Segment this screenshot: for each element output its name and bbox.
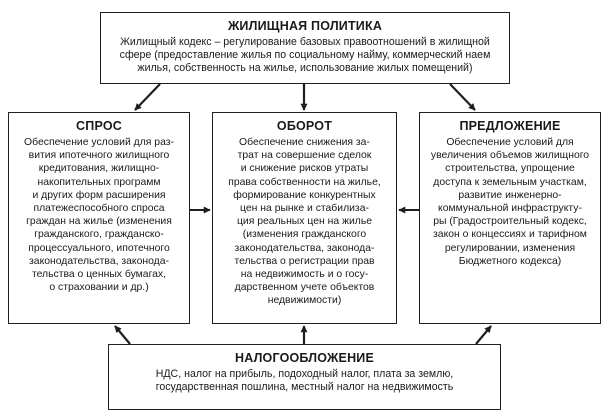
arrow-policy-to-demand — [134, 83, 161, 111]
housing-policy-text: Жилищный кодекс – регулирование базовых … — [119, 36, 491, 75]
housing-policy-title: ЖИЛИЩНАЯ ПОЛИТИКА — [227, 19, 383, 33]
taxation-title: НАЛОГООБЛОЖЕНИЕ — [234, 351, 375, 365]
supply-text: Обеспечение условий для увеличения объем… — [430, 137, 590, 267]
housing-policy-box: ЖИЛИЩНАЯ ПОЛИТИКА Жилищный кодекс – регу… — [100, 12, 510, 84]
taxation-box: НАЛОГООБЛОЖЕНИЕ НДС, налог на прибыль, п… — [108, 344, 501, 410]
arrow-taxation-to-demand — [114, 325, 131, 345]
demand-box: СПРОС Обеспечение условий для раз- вития… — [8, 112, 190, 324]
turnover-box: ОБОРОТ Обеспечение снижения за- трат на … — [212, 112, 397, 324]
supply-title: ПРЕДЛОЖЕНИЕ — [459, 119, 561, 133]
turnover-title: ОБОРОТ — [276, 119, 333, 133]
turnover-text: Обеспечение снижения за- трат на соверше… — [228, 137, 381, 307]
demand-text: Обеспечение условий для раз- вития ипоте… — [24, 137, 174, 294]
arrow-taxation-to-supply — [475, 325, 492, 345]
supply-box: ПРЕДЛОЖЕНИЕ Обеспечение условий для увел… — [419, 112, 601, 324]
demand-title: СПРОС — [76, 119, 122, 133]
arrow-policy-to-supply — [449, 83, 476, 111]
taxation-text: НДС, налог на прибыль, подоходный налог,… — [155, 368, 454, 394]
